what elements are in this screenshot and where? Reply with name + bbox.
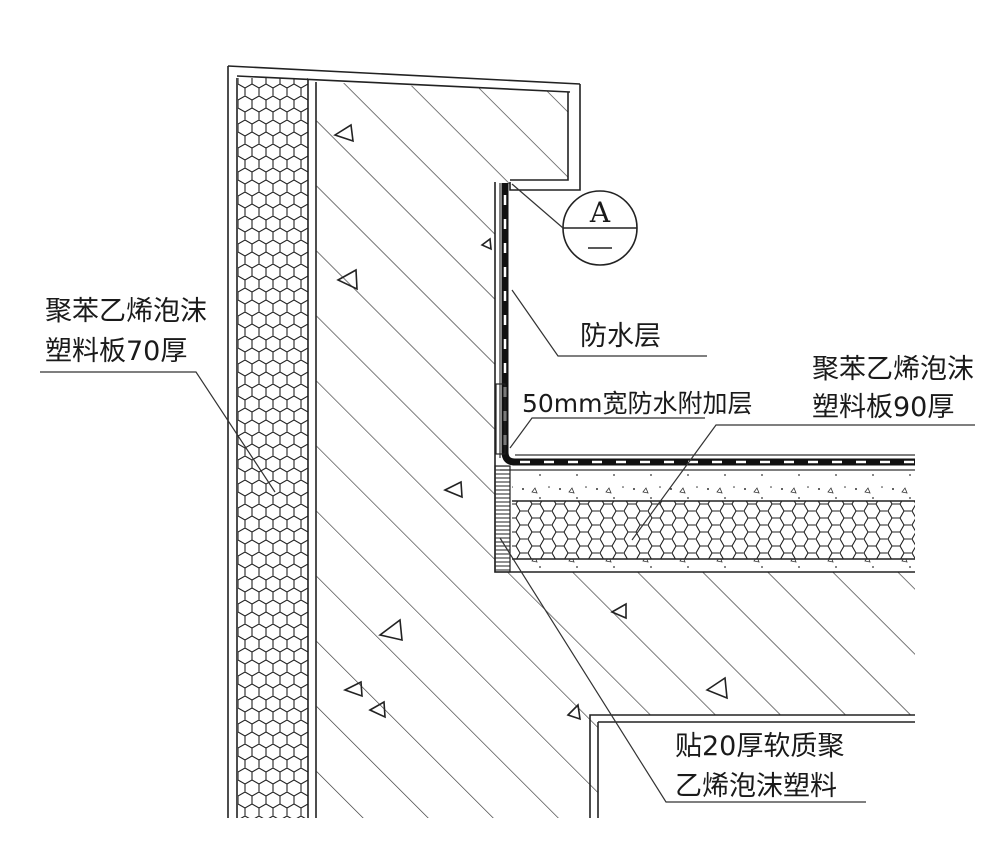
roof-insulation-board <box>512 501 915 559</box>
label-text: 聚苯乙烯泡沫 <box>812 354 974 385</box>
label-wall-insulation: 聚苯乙烯泡沫 塑料板70厚 <box>40 296 276 493</box>
roof-layers <box>494 465 915 573</box>
additional-waterproof-strip <box>495 383 506 455</box>
detail-letter: A <box>589 196 611 229</box>
label-roof-insulation: 聚苯乙烯泡沫 塑料板90厚 <box>631 354 975 541</box>
label-text: 乙烯泡沫塑料 <box>675 771 837 802</box>
detail-marker-a: A <box>511 183 638 266</box>
label-text: 聚苯乙烯泡沫 <box>45 296 207 327</box>
wall-insulation-board <box>227 65 581 818</box>
label-text: 塑料板90厚 <box>812 392 954 423</box>
label-text: 50mm宽防水附加层 <box>522 389 753 418</box>
label-text: 贴20厚软质聚 <box>675 731 844 762</box>
concrete-wall-and-slab <box>316 82 915 818</box>
soft-foam-strip <box>494 465 511 573</box>
label-additional-waterproof: 50mm宽防水附加层 <box>509 389 753 449</box>
waterproof-layer <box>495 183 915 471</box>
label-text: 防水层 <box>580 321 661 352</box>
label-waterproof-layer: 防水层 <box>511 289 707 357</box>
label-soft-foam: 贴20厚软质聚 乙烯泡沫塑料 <box>499 537 866 803</box>
label-text: 塑料板70厚 <box>45 336 187 367</box>
